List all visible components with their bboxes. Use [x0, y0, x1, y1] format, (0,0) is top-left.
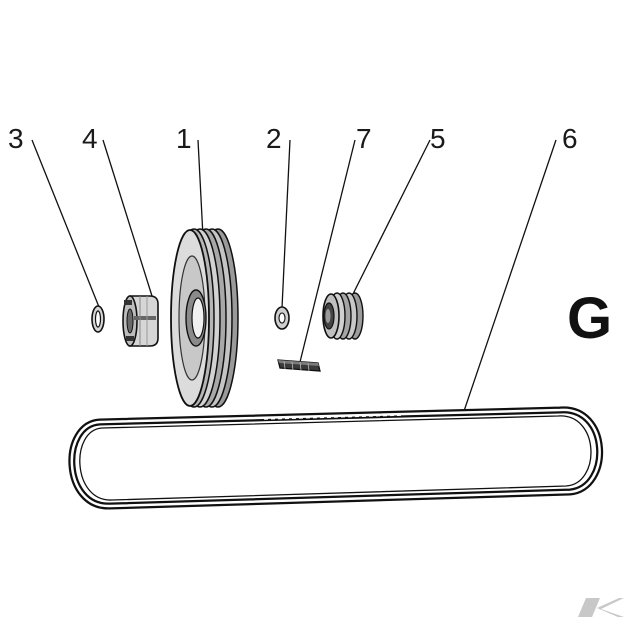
leader-line-2: [281, 139, 291, 309]
callout-label-7: 7: [356, 123, 372, 154]
kramp-k-logo-icon: [578, 598, 624, 617]
callout-label-5: 5: [430, 123, 446, 154]
leader-line-4: [102, 139, 153, 297]
callout-label-6: 6: [562, 123, 578, 154]
part-6-v-belt: [68, 406, 603, 510]
part-4-taper-bushing: [122, 295, 159, 347]
leader-line-6: [462, 139, 557, 415]
callout-label-2: 2: [266, 123, 282, 154]
part-7-key: [277, 359, 321, 372]
callout-label-3: 3: [8, 123, 24, 154]
section-letter: G: [567, 286, 612, 351]
callout-label-1: 1: [176, 123, 192, 154]
part-1-triple-groove-pulley: [170, 228, 239, 408]
part-5-small-pulley: [322, 292, 364, 340]
leader-line-5: [348, 139, 431, 303]
leader-line-1: [197, 139, 204, 238]
part-2-small-ring: [274, 306, 290, 330]
leader-line-3: [31, 139, 100, 308]
leader-line-7: [299, 139, 356, 363]
part-3-retaining-ring: [91, 305, 105, 333]
callout-label-4: 4: [82, 123, 98, 154]
